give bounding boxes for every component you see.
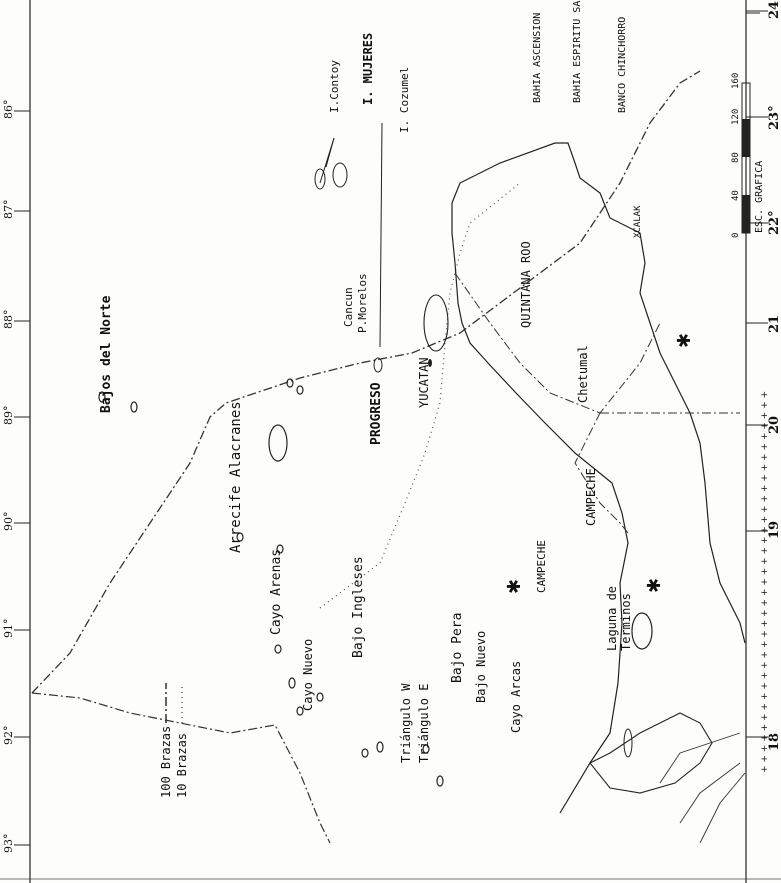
label-laguna: Laguna de — [605, 586, 619, 651]
lon-89-label: 89° — [2, 406, 15, 426]
label-progreso: PROGRESO — [369, 382, 384, 445]
scale-tick-160: 160 — [731, 73, 741, 89]
lat-18-label: 18 — [767, 733, 781, 751]
isobath-100 — [31, 70, 701, 694]
label-xcalak: XCALAK — [633, 205, 643, 238]
lon-87-label: 87° — [2, 200, 15, 220]
label-cayo-nuevo: Cayo Nuevo — [301, 639, 315, 711]
latitude-scale: 24° 23° 22° 21 20 19 18 — [746, 0, 781, 751]
city-stars: ✱ ✱ ✱ — [504, 333, 695, 594]
label-triangulo-e: Triángulo E — [417, 684, 431, 763]
label-morelos: P.Morelos — [356, 273, 369, 333]
lon-92-label: 92° — [2, 726, 15, 746]
label-yucatan: YUCATAN — [417, 357, 431, 408]
scale-tick-120: 120 — [731, 109, 741, 125]
label-ascension: BAHIA ASCENSION — [532, 13, 543, 103]
label-mujeres: I. MUJERES — [361, 33, 375, 105]
label-cayo-arcas: Cayo Arcas — [509, 661, 523, 733]
label-leaders — [319, 122, 383, 348]
lat-22-label: 22° — [767, 210, 781, 235]
contoy-island — [314, 168, 326, 190]
label-triangulo-w: Triángulo W — [399, 683, 413, 763]
scale-tick-40: 40 — [731, 190, 741, 201]
label-bajo-pera: Bajo Pera — [450, 613, 465, 683]
label-campeche-state: CAMPECHE — [584, 468, 598, 526]
label-campeche-city: CAMPECHE — [535, 540, 548, 593]
label-bajos-norte: Bajos del Norte — [99, 295, 114, 413]
reefs — [98, 378, 444, 787]
state-border-campeche-yucatan — [574, 412, 629, 534]
label-espiritu: BAHIA ESPIRITU SANTO — [572, 0, 583, 103]
label-cozumel: I. Cozumel — [398, 67, 411, 133]
lat-23-label: 23° — [767, 105, 781, 130]
laguna-island — [623, 728, 633, 758]
scale-tick-0: 0 — [731, 233, 741, 238]
scale-tick-80: 80 — [731, 152, 741, 163]
svg-text:✱: ✱ — [504, 579, 525, 594]
scale-bar: ESC. GRAFICA 0 40 80 120 160 — [731, 73, 765, 238]
label-contoy: I.Contoy — [328, 60, 341, 113]
lon-86-label: 86° — [2, 100, 15, 120]
legend: 100 Brazas 10 Brazas — [159, 683, 189, 798]
scale-label: ESC. GRAFICA — [754, 161, 765, 233]
label-alacranes: Arrecife Alacranes — [228, 401, 244, 553]
label-cayo-arenas: Cayo Arenas — [269, 549, 284, 635]
legend-100-label: 100 Brazas — [159, 726, 173, 798]
lon-88-label: 88° — [2, 310, 15, 330]
svg-text:✱: ✱ — [644, 578, 665, 593]
lat-20-label: 20 — [767, 416, 781, 434]
label-quintana-roo: QUINTANA ROO — [519, 241, 533, 328]
lon-90-label: 90° — [2, 512, 15, 532]
scale-bar-fill-b — [742, 119, 750, 157]
label-chetumal: Chetumal — [576, 345, 590, 403]
mujeres-island — [373, 357, 383, 373]
rivers — [659, 732, 746, 844]
lat-24-label: 24° — [767, 0, 781, 19]
label-cancun: Cancun — [342, 287, 355, 327]
label-chinchorro: BANCO CHINCHORRO — [617, 17, 628, 113]
contoy-islet — [332, 162, 348, 188]
label-terminos: Terminos — [619, 593, 633, 651]
svg-text:+ + + + + + + + + + + + + + +: + + + + + + + + + + + + + + + + + + + + … — [760, 391, 770, 773]
legend-10-label: 10 Brazas — [175, 733, 189, 798]
chinchorro-bank — [631, 612, 653, 650]
coastline — [451, 142, 746, 814]
label-bajo-ingleses: Bajo Ingleses — [351, 556, 366, 658]
scale-bar-fill-a — [742, 195, 750, 233]
border-crosses: + + + + + + + + + + + + + + + + + + + + … — [760, 391, 770, 773]
longitude-scale: 86° 87° 88° 89° 90° 91° 92° 93° — [2, 100, 30, 854]
lat-19-label: 19 — [767, 521, 781, 539]
lon-93-label: 93° — [2, 834, 15, 854]
svg-text:✱: ✱ — [674, 333, 695, 348]
state-border-yucatan-qroo — [454, 272, 661, 414]
lat-21-label: 21 — [767, 315, 781, 333]
laguna-terminos — [589, 712, 713, 794]
mujeres-dot — [428, 359, 432, 367]
lon-91-label: 91° — [2, 619, 15, 639]
label-bajo-nuevo: Bajo Nuevo — [474, 631, 488, 703]
cozumel-island — [423, 294, 449, 352]
